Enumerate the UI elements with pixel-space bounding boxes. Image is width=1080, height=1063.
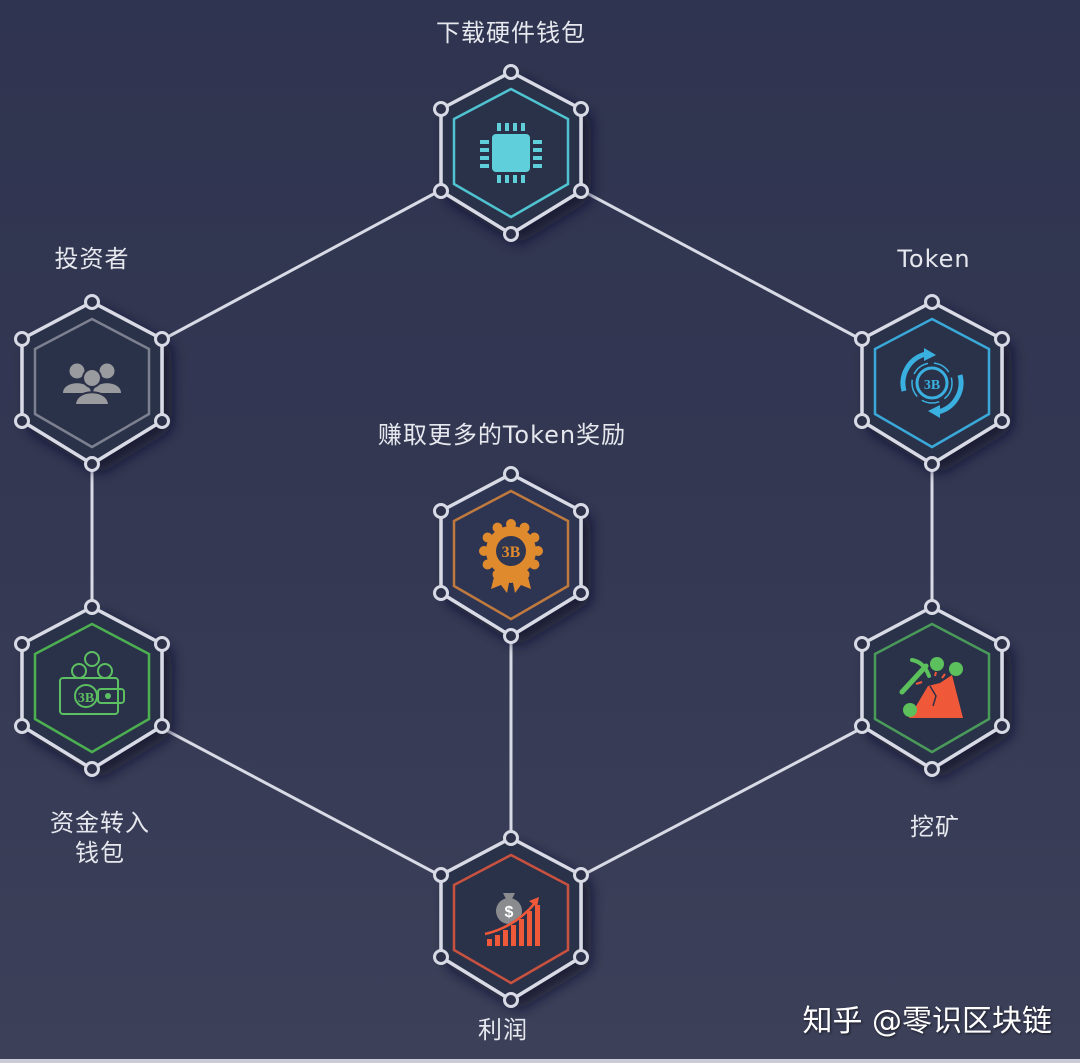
- node-mining[interactable]: [854, 599, 1010, 777]
- label-token: Token: [897, 245, 971, 273]
- label-hardware-wallet: 下载硬件钱包: [436, 19, 586, 47]
- users-group-icon: [63, 363, 121, 406]
- edge-investor-hardware: [161, 188, 442, 342]
- chip-icon: [480, 123, 542, 183]
- profit-growth-icon: $: [484, 893, 540, 946]
- node-investor[interactable]: [14, 294, 170, 472]
- svg-text:$: $: [505, 904, 514, 921]
- svg-text:3B: 3B: [924, 378, 940, 393]
- edge-mining-profit: [580, 726, 863, 878]
- label-investor: 投资者: [54, 245, 130, 273]
- vertex-dots: [433, 830, 589, 1008]
- vertex-dots: [14, 294, 170, 472]
- edge-hardware-token: [580, 188, 863, 342]
- edge-profit-wallet: [161, 726, 442, 878]
- pickaxe-mining-icon: [899, 657, 963, 718]
- vertex-dots: [854, 294, 1010, 472]
- bottom-strip: [0, 1059, 1080, 1063]
- vertex-dots: [433, 64, 589, 242]
- node-reward[interactable]: 3B: [433, 466, 589, 644]
- label-fund-wallet: 资金转入 钱包: [40, 808, 160, 868]
- label-reward: 赚取更多的Token奖励: [377, 421, 627, 449]
- label-profit: 利润: [478, 1016, 528, 1044]
- watermark: 知乎 @零识区块链: [802, 1004, 1052, 1039]
- node-hardware-wallet[interactable]: [433, 64, 589, 242]
- wallet-coins-icon: 3B: [59, 651, 125, 715]
- award-badge-icon: 3B: [479, 519, 543, 593]
- label-mining: 挖矿: [910, 813, 960, 841]
- node-fund-wallet[interactable]: 3B: [14, 599, 170, 777]
- svg-text:3B: 3B: [78, 691, 94, 706]
- vertex-dots: [14, 599, 170, 777]
- svg-text:3B: 3B: [502, 544, 521, 561]
- vertex-dots: [433, 466, 589, 644]
- vertex-dots: [854, 599, 1010, 777]
- edges: [90, 188, 934, 878]
- node-token[interactable]: 3B: [854, 294, 1010, 472]
- node-profit[interactable]: $: [433, 830, 589, 1008]
- token-exchange-icon: 3B: [900, 348, 964, 418]
- label-fund-wallet-line1: 资金转入: [50, 809, 150, 837]
- label-fund-wallet-line2: 钱包: [75, 839, 125, 867]
